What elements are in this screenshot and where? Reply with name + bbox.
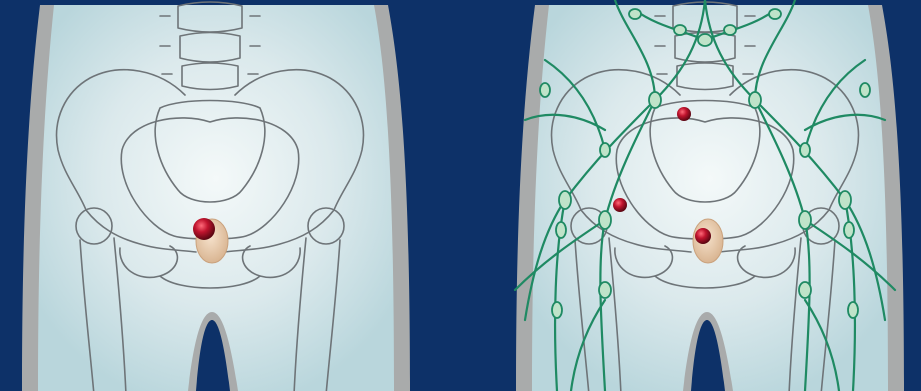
bone-metastasis [677,107,691,121]
pelvis-primary-tumor-panel [22,2,410,391]
pelvis-metastatic-spread-panel [515,0,904,391]
lymph-node-metastasis [613,198,627,212]
prostate-tumor [193,218,215,240]
prostate-tumor [695,228,711,244]
